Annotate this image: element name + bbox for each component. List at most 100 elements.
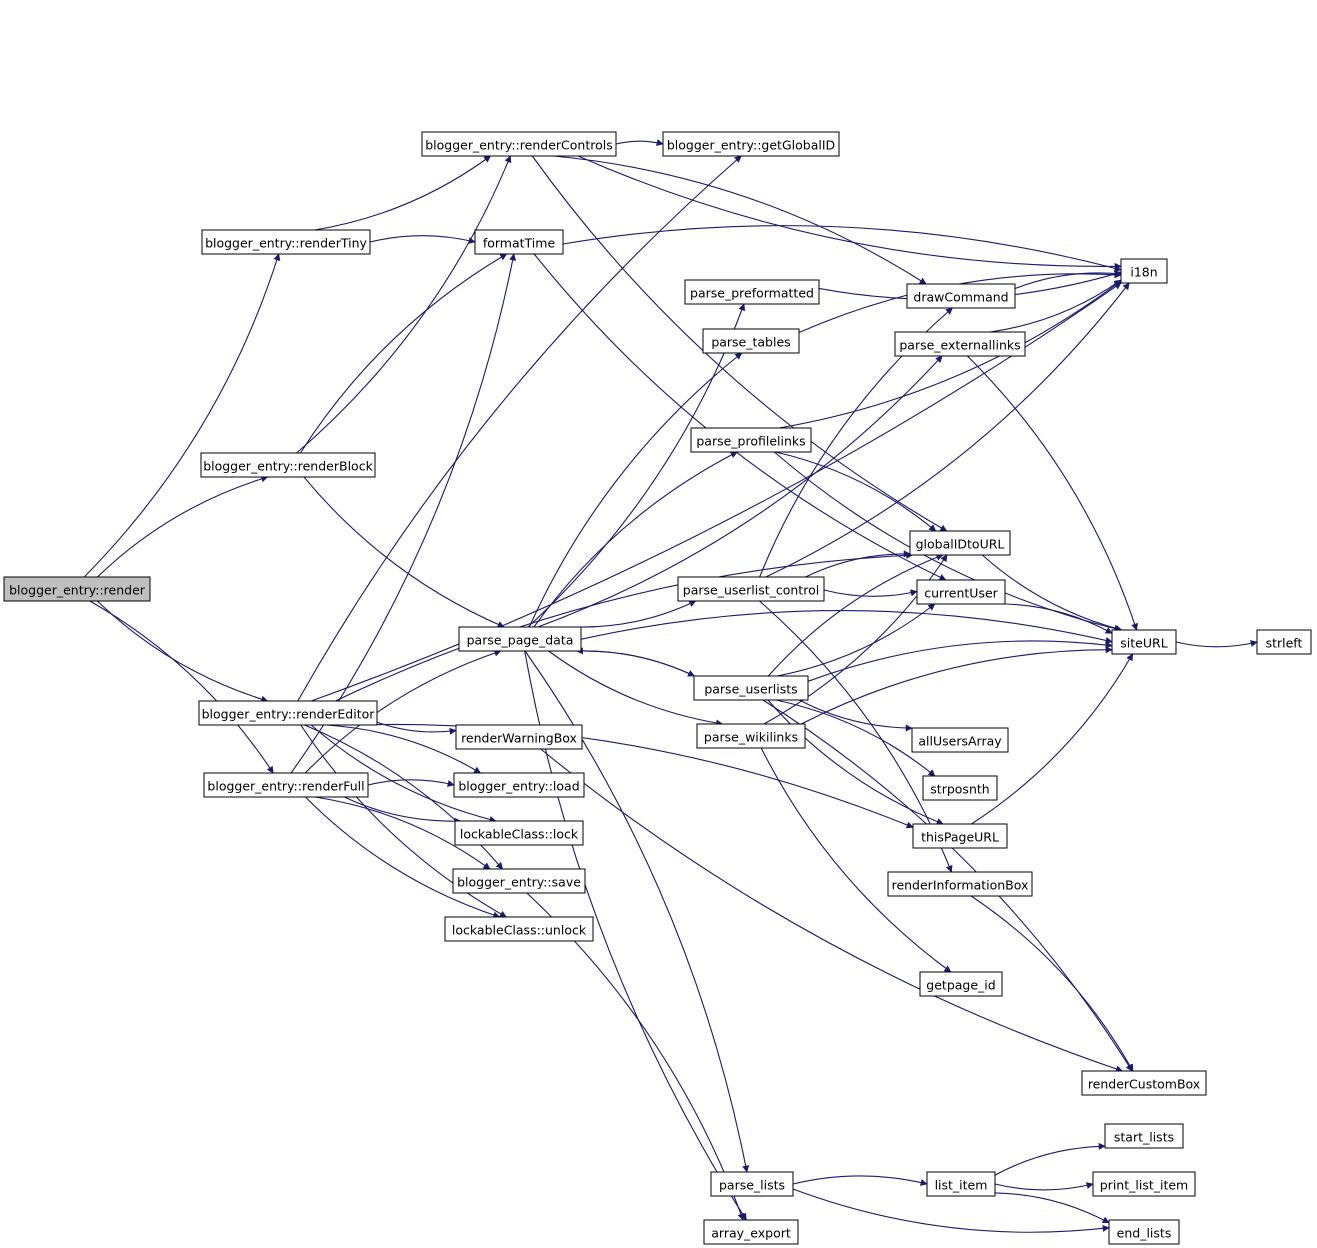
node-renderblock[interactable]: blogger_entry::renderBlock [200,452,376,478]
edge-parse-page-data-to-parse-profilelinks [533,451,738,628]
edge-thispageurl-to-siteurl [971,653,1134,825]
node-save[interactable]: blogger_entry::save [452,868,586,894]
node-parse-externallinks[interactable]: parse_externallinks [894,331,1026,357]
node-rendereditor[interactable]: blogger_entry::renderEditor [198,700,378,726]
node-parse-preformatted[interactable]: parse_preformatted [684,279,820,305]
node-render[interactable]: blogger_entry::render [3,576,151,602]
node-rendertiny[interactable]: blogger_entry::renderTiny [201,229,371,255]
node-siteurl[interactable]: siteURL [1111,629,1177,655]
node-parse-wikilinks[interactable]: parse_wikilinks [696,723,806,749]
node-label: blogger_entry::render [9,583,146,598]
node-strleft[interactable]: strleft [1256,629,1312,655]
node-box [452,868,586,894]
edge-render-to-rendertiny [83,253,281,578]
edge-list-item-to-start-lists [994,1142,1106,1176]
node-strposnth[interactable]: strposnth [922,775,998,801]
node-label: blogger_entry::load [458,779,579,794]
edge-rendercontrols-to-i18n [577,155,1122,270]
edge-parse-userlists-to-strposnth [775,699,936,777]
edge-rendereditor-to-thispageurl [353,723,914,829]
node-label: blogger_entry::renderBlock [203,459,373,474]
node-getglobalid[interactable]: blogger_entry::getGlobalID [662,131,840,157]
node-box [926,1171,996,1197]
node-label: lockableClass::lock [460,827,579,842]
edge-rendercontrols-to-getglobalid [615,139,664,146]
node-array-export[interactable]: array_export [703,1219,799,1245]
node-renderwarningbox[interactable]: renderWarningBox [455,724,583,750]
node-label: start_lists [1114,1130,1174,1145]
node-label: getpage_id [926,978,995,993]
node-label: drawCommand [913,290,1008,305]
node-box [696,723,806,749]
node-end-lists[interactable]: end_lists [1108,1219,1180,1245]
node-rendercustombox[interactable]: renderCustomBox [1081,1070,1207,1096]
edge-save-to-array-export [526,892,745,1221]
node-box [1256,629,1312,655]
node-parse-tables[interactable]: parse_tables [702,328,800,354]
edge-rendereditor-to-save [304,724,503,870]
edge-parse-page-data-to-siteurl [580,610,1113,644]
node-label: allUsersArray [918,734,1002,749]
edge-rendereditor-to-unlock [300,724,507,918]
node-currentuser[interactable]: currentUser [916,579,1006,605]
node-label: blogger_entry::renderEditor [202,707,376,722]
edge-parse-externallinks-to-i18n [990,279,1122,333]
node-box [690,427,812,453]
edge-parse-wikilinks-to-getpage-id [760,747,952,973]
node-parse-page-data[interactable]: parse_page_data [458,626,582,652]
edge-rendertiny-to-rendercontrols [314,155,492,231]
node-list-item[interactable]: list_item [926,1171,996,1197]
node-globalidtourl[interactable]: globalIDtoURL [909,530,1011,556]
node-label: parse_externallinks [899,338,1020,353]
node-rendercontrols[interactable]: blogger_entry::renderControls [421,131,617,157]
edge-rendercontrols-to-globalidtourl [531,155,948,532]
node-box [1108,1219,1180,1245]
node-box [677,576,825,602]
node-label: parse_page_data [467,633,574,648]
node-box [444,916,594,942]
node-getpage-id[interactable]: getpage_id [919,971,1003,997]
edge-rendertiny-to-formattime [369,235,476,244]
node-box [911,727,1009,753]
node-box [662,131,840,157]
node-parse-profilelinks[interactable]: parse_profilelinks [690,427,812,453]
edge-parse-wikilinks-to-siteurl [800,646,1113,725]
node-renderinformationbox[interactable]: renderInformationBox [887,871,1033,897]
edge-parse-page-data-to-parse-userlists [576,650,696,677]
node-box [906,283,1016,309]
node-parse-userlists[interactable]: parse_userlists [693,675,809,701]
edge-parse-lists-to-list-item [792,1175,928,1186]
node-start-lists[interactable]: start_lists [1104,1123,1184,1149]
node-box [201,229,371,255]
node-lock[interactable]: lockableClass::lock [454,820,584,846]
node-i18n[interactable]: i18n [1120,258,1168,284]
node-label: strleft [1266,636,1303,651]
node-thispageurl[interactable]: thisPageURL [912,823,1008,849]
edge-parse-page-data-to-parse-externallinks [537,355,943,628]
node-load[interactable]: blogger_entry::load [453,772,585,798]
node-box [894,331,1026,357]
node-label: renderWarningBox [461,731,577,746]
node-box [684,279,820,305]
node-box [710,1171,794,1197]
node-renderfull[interactable]: blogger_entry::renderFull [203,772,369,798]
node-print-list-item[interactable]: print_list_item [1092,1171,1196,1197]
node-parse-lists[interactable]: parse_lists [710,1171,794,1197]
node-label: parse_lists [719,1178,785,1193]
edge-globalidtourl-to-siteurl [981,554,1123,632]
node-label: end_lists [1117,1226,1172,1241]
node-formattime[interactable]: formatTime [474,229,564,255]
node-box [421,131,617,157]
node-parse-userlist-control[interactable]: parse_userlist_control [677,576,825,602]
node-allusersarray[interactable]: allUsersArray [911,727,1009,753]
node-unlock[interactable]: lockableClass::unlock [444,916,594,942]
edge-renderblock-to-rendercontrols [296,155,512,454]
node-label: blogger_entry::renderControls [425,138,613,153]
edge-parse-userlists-to-siteurl [807,640,1113,682]
node-box [1092,1171,1196,1197]
edge-renderblock-to-formattime [299,253,508,454]
node-drawcommand[interactable]: drawCommand [906,283,1016,309]
edge-parse-userlists-to-thispageurl [767,699,944,825]
node-label: formatTime [483,236,556,251]
